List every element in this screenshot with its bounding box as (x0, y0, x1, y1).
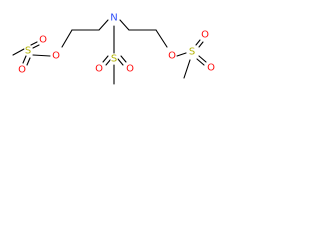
atom-oxygen-right-lower: O (206, 63, 216, 74)
atom-label: O (18, 65, 26, 76)
atom-label: O (126, 64, 134, 75)
bond (117, 58, 124, 66)
atom-label-backdrop (167, 51, 177, 61)
atom-label-backdrop (109, 13, 119, 23)
atom-label-backdrop (200, 30, 210, 40)
atom-label-backdrop (110, 54, 118, 64)
atom-oxygen-left-upper: O (38, 35, 48, 46)
atom-label: N (110, 13, 117, 24)
bond (30, 41, 38, 46)
bond (195, 39, 201, 46)
atom-layer: O S O O N S O O O S O O (17, 13, 216, 76)
atom-sulfur-center: S (110, 54, 118, 65)
bond (12, 48, 25, 56)
atom-label: O (52, 51, 60, 62)
bond (98, 19, 109, 31)
atom-label-backdrop (206, 63, 216, 73)
atom-label: O (207, 63, 215, 74)
atom-ester-oxygen-left: O (51, 51, 61, 62)
bond (196, 58, 205, 66)
atom-label: O (168, 51, 176, 62)
atom-label-backdrop (188, 47, 196, 57)
atom-label-backdrop (125, 64, 135, 74)
bond (61, 29, 73, 48)
bond (176, 52, 187, 57)
bond (120, 55, 127, 63)
bond (32, 54, 51, 57)
bond (22, 55, 27, 64)
atom-sulfur-left: S (24, 46, 32, 57)
bond (26, 57, 31, 66)
atom-label-backdrop (94, 64, 104, 74)
atom-label: O (201, 30, 209, 41)
atom-label-backdrop (51, 51, 61, 61)
bond (183, 59, 191, 79)
bond (105, 58, 112, 66)
atom-label: O (39, 35, 47, 46)
bond-layer (12, 19, 207, 85)
atom-label: S (25, 46, 31, 57)
atom-oxygen-left-lower: O (17, 65, 27, 76)
chemical-structure-diagram: O S O O N S O O O S O O (12, 13, 216, 85)
atom-ester-oxygen-right: O (167, 51, 177, 62)
atom-sulfur-right: S (188, 47, 196, 58)
atom-label-backdrop (38, 35, 48, 45)
atom-nitrogen: N (109, 13, 119, 24)
atom-label: O (95, 64, 103, 75)
bond (198, 41, 204, 48)
bond (32, 44, 40, 49)
bond (119, 19, 130, 31)
atom-label-backdrop (24, 46, 32, 56)
atom-oxygen-right-upper: O (200, 30, 210, 41)
atom-label-backdrop (17, 65, 27, 75)
atom-oxygen-center-left: O (94, 64, 104, 75)
atom-label: S (189, 47, 195, 58)
bond (155, 29, 168, 48)
bond (102, 55, 109, 63)
atom-label: S (111, 54, 117, 65)
atom-oxygen-center-right: O (125, 64, 135, 75)
bond (198, 55, 207, 63)
